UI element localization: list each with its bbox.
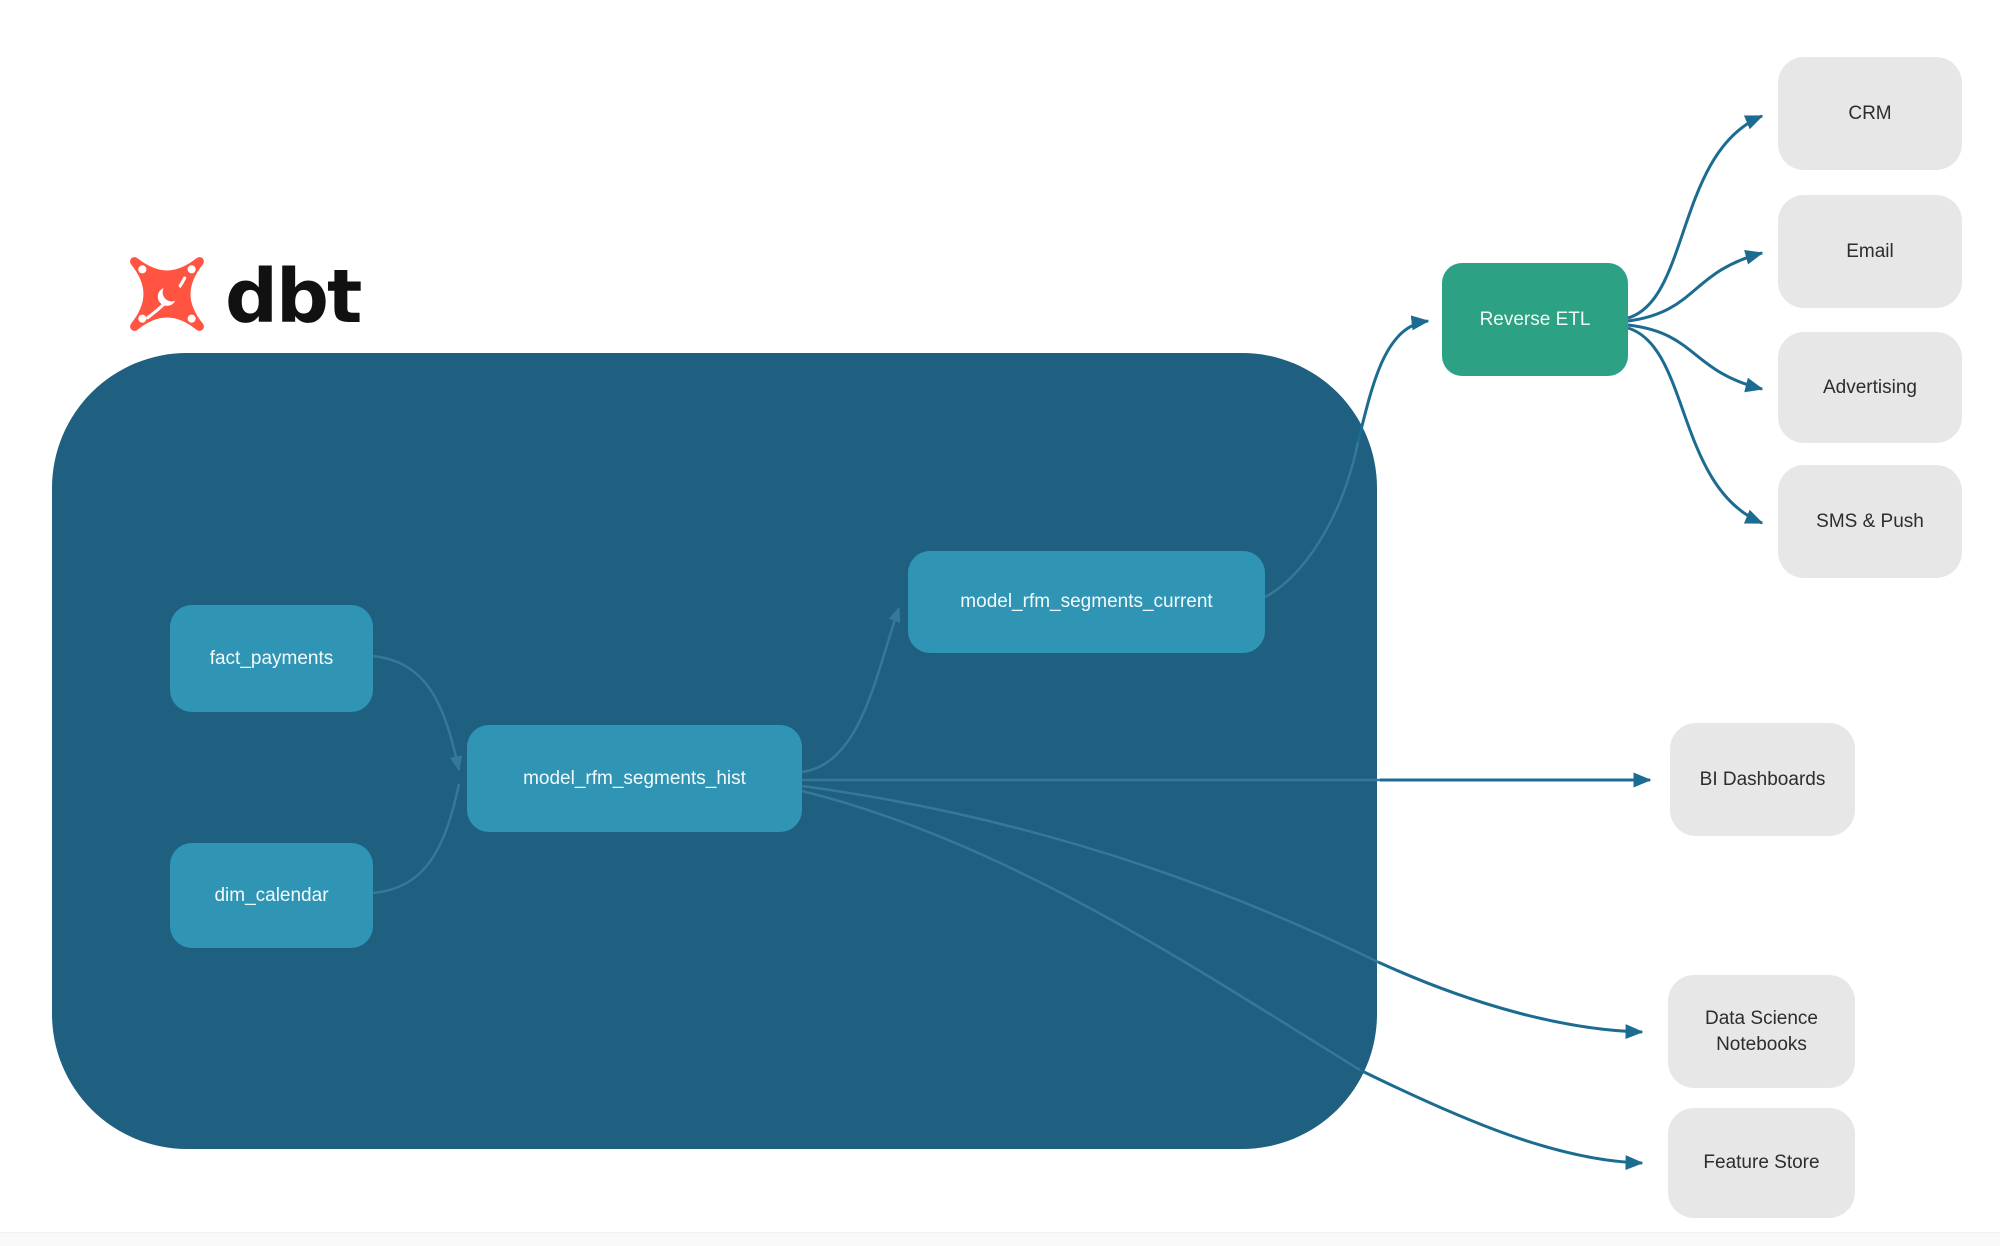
- node-model-rfm-segments-current: model_rfm_segments_current: [908, 551, 1265, 653]
- node-feature-store-label: Feature Store: [1703, 1152, 1820, 1174]
- node-advertising-label: Advertising: [1823, 376, 1917, 398]
- dbt-logo: dbt: [123, 250, 362, 343]
- node-reverse-etl: Reverse ETL: [1442, 263, 1628, 376]
- node-reverse-etl-label: Reverse ETL: [1479, 308, 1591, 330]
- edge-hist-to-ds-notebooks: [1377, 960, 1644, 1040]
- node-sms-push: SMS & Push: [1778, 465, 1962, 578]
- edge-reverse-etl-to-email: [1627, 249, 1764, 323]
- edge-hist-to-feature-store: [1359, 1068, 1644, 1171]
- node-model-rfm-segments-hist: model_rfm_segments_hist: [467, 725, 802, 832]
- dbt-wordmark: dbt: [225, 253, 362, 340]
- node-data-science-notebooks-label: Data Science Notebooks: [1704, 1007, 1818, 1055]
- node-feature-store: Feature Store: [1668, 1108, 1855, 1218]
- node-dim-calendar-label: dim_calendar: [214, 884, 329, 906]
- node-bi-dashboards-label: BI Dashboards: [1699, 768, 1826, 790]
- node-crm: CRM: [1778, 57, 1962, 170]
- node-model-rfm-segments-hist-label: model_rfm_segments_hist: [523, 767, 746, 789]
- node-advertising: Advertising: [1778, 332, 1962, 443]
- node-sms-push-label: SMS & Push: [1816, 510, 1924, 532]
- node-dim-calendar: dim_calendar: [170, 843, 373, 948]
- node-crm-label: CRM: [1848, 102, 1892, 124]
- edge-reverse-etl-to-crm: [1627, 114, 1764, 320]
- node-fact-payments: fact_payments: [170, 605, 373, 712]
- node-bi-dashboards: BI Dashboards: [1670, 723, 1855, 836]
- edge-reverse-etl-to-sms-push: [1627, 326, 1764, 525]
- bottom-strip: [0, 1232, 2000, 1246]
- node-fact-payments-label: fact_payments: [209, 647, 334, 669]
- node-email-label: Email: [1846, 240, 1894, 262]
- edge-reverse-etl-to-advertising: [1627, 323, 1764, 393]
- node-data-science-notebooks: Data Science Notebooks: [1668, 975, 1855, 1088]
- node-email: Email: [1778, 195, 1962, 308]
- node-model-rfm-segments-current-label: model_rfm_segments_current: [960, 591, 1213, 613]
- dbt-logo-icon: [123, 250, 211, 343]
- edge-current-to-reverse-etl: [1356, 315, 1430, 443]
